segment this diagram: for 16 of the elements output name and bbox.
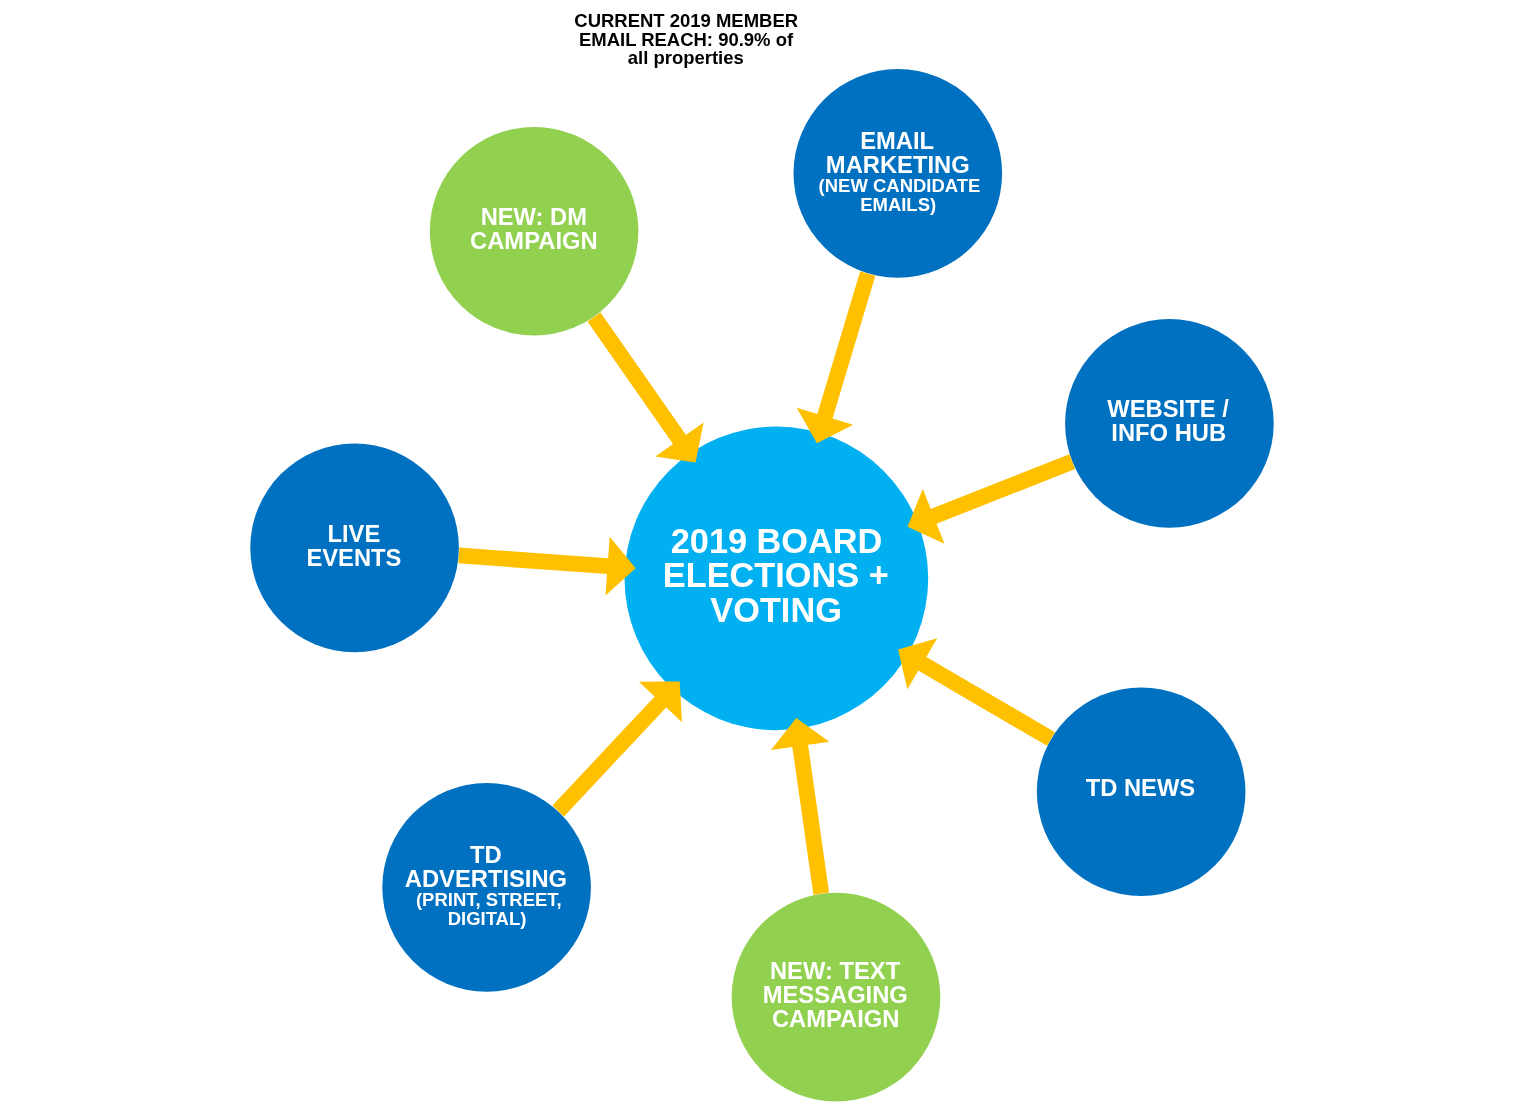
node-circle: 2019 BOARD ELECTIONS + VOTING: [624, 426, 929, 731]
arrow: [587, 312, 704, 463]
arrow: [898, 638, 1055, 746]
node-circle: NEW: DM CAMPAIGN: [429, 126, 639, 336]
node-circle: NEW: TEXT MESSAGING CAMPAIGN: [731, 892, 941, 1102]
node-circle: EMAIL MARKETING (NEW CANDIDATE EMAILS): [793, 69, 1003, 278]
arrow: [458, 536, 636, 596]
arrow: [796, 271, 876, 444]
arrow: [552, 681, 682, 817]
node-circle: TD NEWS: [1036, 687, 1246, 897]
node-label: CURRENT 2019 MEMBER EMAIL REACH: 90.9% of all properties: [574, 10, 799, 68]
node-circle: WEBSITE / INFO HUB: [1065, 319, 1274, 528]
arrow: [907, 454, 1076, 544]
node-circle: LIVE EVENTS: [250, 443, 459, 653]
node-circle: TD ADVERTISING (PRINT, STREET, DIGITAL): [382, 783, 591, 992]
arrow: [770, 718, 830, 895]
